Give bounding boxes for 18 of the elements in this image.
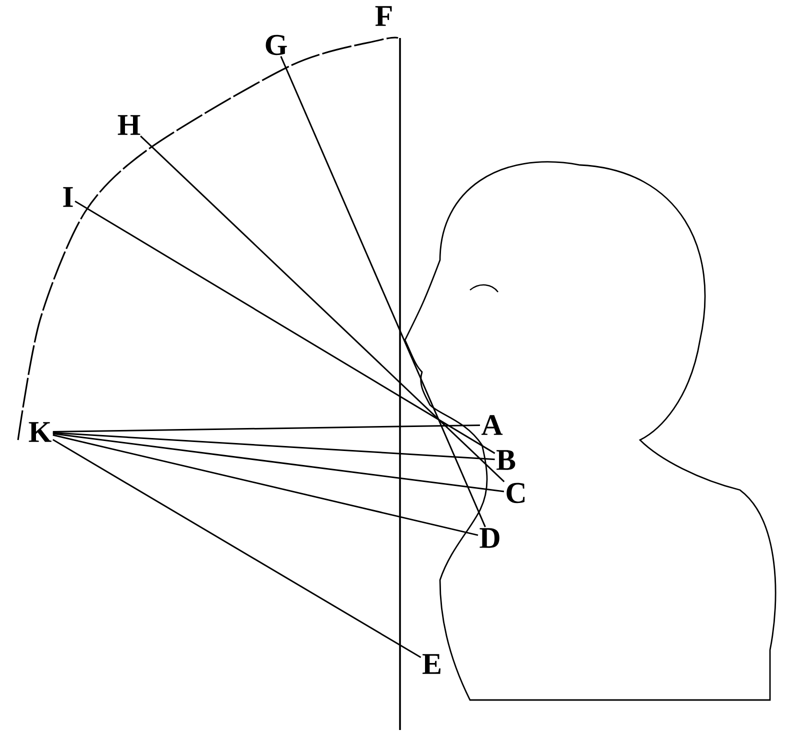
point-label: E — [422, 654, 440, 674]
point-label: I — [63, 187, 73, 207]
sight-line — [140, 135, 505, 482]
sight-line — [52, 432, 504, 492]
point-label: K — [28, 422, 52, 442]
point-label: B — [496, 450, 516, 470]
point-label: C — [506, 482, 525, 504]
point-label: H — [118, 115, 140, 135]
point-label: A — [481, 415, 503, 435]
point-label: D — [480, 528, 500, 548]
point-label: F — [375, 6, 392, 26]
sight-line — [52, 434, 478, 536]
sight-line — [52, 438, 422, 658]
point-label: G — [266, 34, 287, 56]
sight-line — [52, 432, 495, 460]
sight-line — [280, 56, 486, 528]
sight-line — [52, 424, 480, 433]
sight-line — [74, 200, 496, 454]
